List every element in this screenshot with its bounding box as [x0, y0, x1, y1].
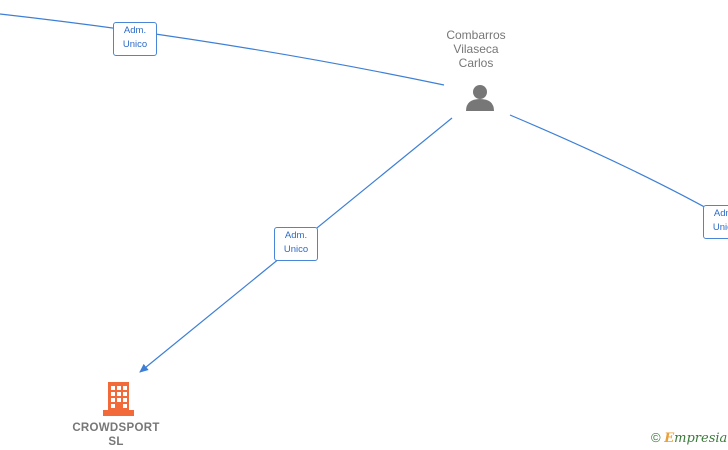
brand-text: mpresia: [674, 431, 728, 446]
relation-label-line: Adm.: [713, 208, 728, 219]
copyright-icon: ©: [651, 430, 661, 445]
brand-logo: Empresia: [664, 431, 727, 446]
relation-label[interactable]: Adm. Unico: [274, 227, 318, 261]
relation-label[interactable]: Adm. Unico: [703, 205, 728, 239]
company-name-line: CROWDSPORT: [72, 422, 160, 434]
watermark: © Empresia: [651, 430, 727, 446]
edge-person-to-offscreen: [509, 114, 728, 221]
person-icon[interactable]: [466, 85, 494, 111]
relation-label-line: Unico: [122, 39, 148, 50]
relation-label-line: Unico: [283, 244, 309, 255]
company-name[interactable]: CROWDSPORT SL: [60, 421, 172, 449]
relation-label-line: Unico: [712, 222, 728, 233]
building-icon[interactable]: [103, 382, 134, 416]
relation-label-line: Adm.: [284, 230, 308, 241]
person-name-line: Vilaseca: [453, 42, 499, 56]
brand-initial: E: [664, 431, 675, 446]
relation-label[interactable]: Adm. Unico: [113, 22, 157, 56]
person-name-line: Combarros: [446, 28, 506, 42]
person-name-line: Carlos: [458, 56, 494, 70]
edge-offscreen-to-person: [0, 13, 445, 86]
relation-label-line: Adm.: [123, 25, 147, 36]
company-name-line: SL: [108, 436, 124, 448]
person-name[interactable]: Combarros Vilaseca Carlos: [420, 28, 532, 70]
